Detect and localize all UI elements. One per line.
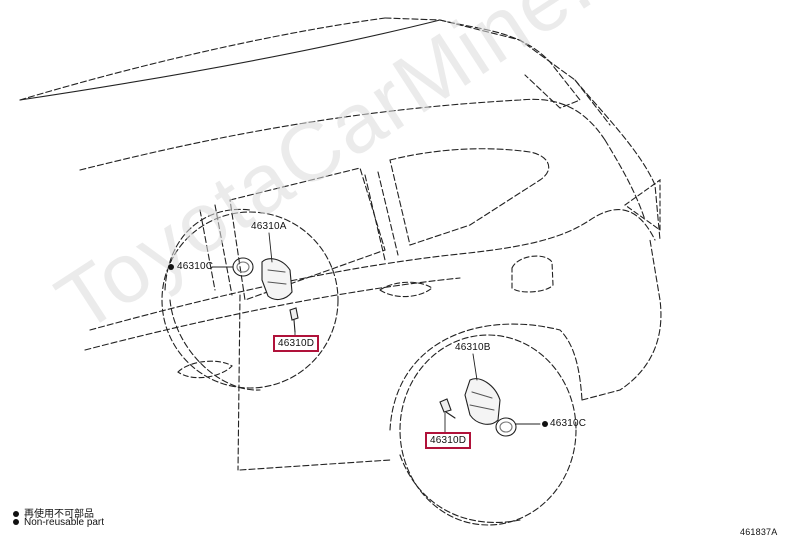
rear-quarter — [581, 239, 662, 401]
figure-id: 461837A — [740, 527, 778, 537]
part-label-46310b: 46310B — [455, 342, 491, 353]
non-reusable-marker — [542, 421, 548, 427]
part-label-46310c-rear: 46310C — [550, 418, 587, 429]
beltline — [84, 277, 461, 351]
a-pillar — [214, 204, 233, 296]
part-label-46310d-front: 46310D — [273, 335, 320, 352]
roof-spoiler — [439, 19, 581, 109]
rocker — [239, 459, 391, 471]
rear-wheel — [399, 454, 521, 524]
beltline — [89, 209, 656, 331]
tail-light — [624, 178, 661, 232]
leader-line — [268, 232, 273, 263]
legend-line-japanese: 再使用不可部品 — [13, 505, 94, 520]
fuel-door — [511, 255, 554, 293]
rear-hatch — [574, 79, 661, 241]
ring-c-front-shape — [232, 257, 254, 277]
a-pillar — [199, 209, 216, 291]
part-label-46310d-rear: 46310D — [425, 432, 472, 449]
legend-text-en: Non-reusable part — [24, 517, 105, 528]
b-pillar — [377, 171, 399, 256]
b-pillar — [364, 174, 386, 261]
legend-dot — [13, 519, 19, 526]
rear-wheel-cutaway — [399, 334, 577, 526]
leader-line — [472, 353, 478, 381]
rear-wheel-arch — [389, 323, 583, 431]
legend-line-english: Non-reusable part — [13, 517, 104, 528]
bolt-d-front-shape — [289, 307, 299, 333]
non-reusable-marker — [168, 264, 174, 270]
door-rear-edge — [237, 294, 241, 471]
bracket-a-shape — [261, 258, 293, 301]
roof-rail — [19, 19, 441, 101]
rear-door-handle — [379, 281, 433, 298]
rear-hatch — [604, 139, 646, 221]
front-door-handle — [177, 360, 233, 379]
front-wheel — [169, 299, 261, 391]
bracket-b-shape — [464, 378, 501, 425]
bolt-d-rear-shape — [439, 398, 456, 419]
roof-outline — [79, 98, 606, 171]
front-wheel-arch — [164, 208, 251, 291]
part-label-46310c-front: 46310C — [177, 261, 214, 272]
part-label-46310a: 46310A — [251, 221, 287, 232]
ring-c-rear-shape — [495, 417, 517, 437]
legend-dot — [13, 511, 19, 518]
front-window — [229, 167, 386, 301]
legend-text-ja: 再使用不可部品 — [24, 509, 94, 520]
front-wheel-cutaway — [161, 211, 339, 389]
rear-window — [389, 148, 550, 246]
